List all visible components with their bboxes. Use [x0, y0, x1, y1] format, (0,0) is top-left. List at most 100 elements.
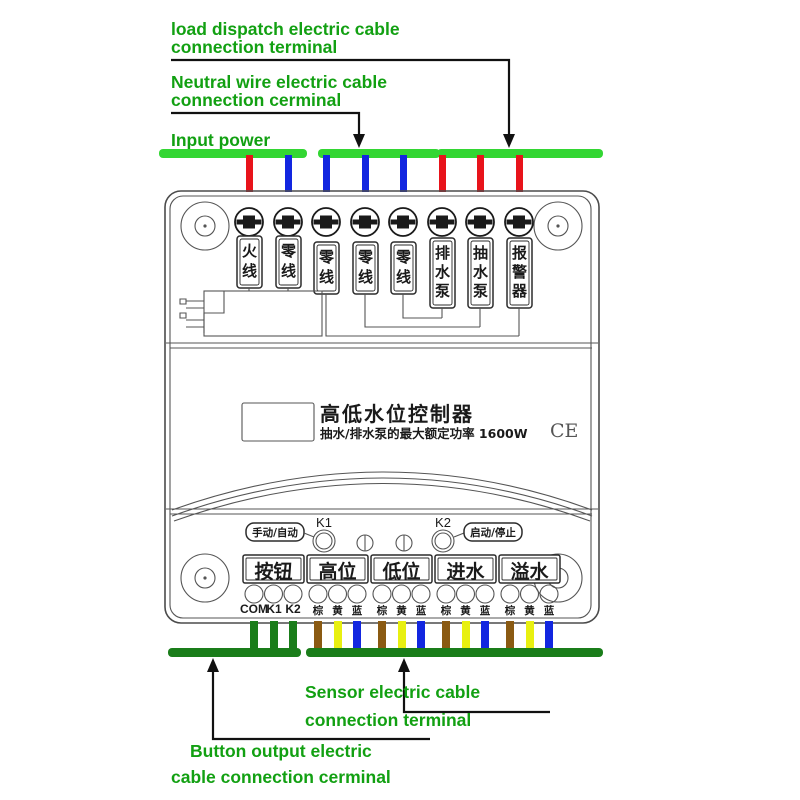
terminal-label-1-char1: 火: [242, 242, 258, 260]
screw-terminal-3: [311, 207, 341, 237]
bottom-group-inlet: 进水 棕 黄 蓝: [434, 554, 497, 617]
terminal-label-3: 零 线: [313, 241, 340, 295]
bottom-terminal-groups[interactable]: 按钮 COM K1 K2 高位 棕 黄 蓝 低位: [240, 554, 561, 617]
wire-btn-k1: [270, 621, 278, 651]
terminal-label-2-char1: 零: [280, 242, 297, 260]
wire-top-2: [285, 155, 292, 192]
terminal-label-7-char2: 水: [473, 263, 489, 281]
bottom-group-button-label: 按钮: [254, 560, 292, 583]
terminal-label-4-char2: 线: [358, 268, 373, 286]
pin-label-overflow-brown: 棕: [504, 604, 516, 617]
display-window: [241, 402, 315, 442]
control-row[interactable]: 手动/自动 K1 K2 启动/停止: [245, 515, 523, 553]
pin-label-high-blue: 蓝: [352, 604, 363, 617]
k2-knob: K2: [431, 515, 455, 553]
terminal-label-6-char1: 排: [435, 244, 450, 262]
terminal-label-8: 报 警 器: [506, 237, 533, 309]
bottom-group-low-level-label: 低位: [381, 560, 420, 583]
leader-sensor: [398, 658, 550, 714]
bottom-group-overflow-label: 溢水: [510, 560, 549, 583]
bottom-group-button: 按钮 COM K1 K2: [240, 554, 305, 616]
screw-terminal-1: [234, 207, 264, 237]
wire-top-1: [246, 155, 253, 192]
label-neutral-line2: connection cerminal: [171, 90, 341, 110]
bottom-group-high-level-label: 高位: [318, 560, 356, 583]
ce-mark: CE: [550, 420, 578, 442]
pin-label-inlet-blue: 蓝: [480, 604, 491, 617]
screw-terminal-8: [504, 207, 534, 237]
terminal-label-3-char1: 零: [318, 248, 335, 266]
k2-label: K2: [435, 515, 451, 530]
pin-label-k1: K1: [266, 602, 282, 616]
bottom-group-inlet-label: 进水: [446, 561, 485, 583]
k1-label: K1: [316, 515, 332, 530]
wire-top-4: [362, 155, 369, 192]
device-body: [164, 190, 600, 624]
bottom-group-high-level: 高位 棕 黄 蓝: [306, 554, 369, 617]
wire-btn-k2: [289, 621, 297, 651]
terminal-label-1-char2: 线: [242, 262, 257, 280]
mounting-hole-top-right: [533, 201, 583, 251]
screw-terminal-5: [388, 207, 418, 237]
pin-label-low-blue: 蓝: [416, 604, 427, 617]
pin-label-high-brown: 棕: [312, 604, 324, 617]
wire-btn-com: [250, 621, 258, 651]
manual-auto-label: 手动/自动: [252, 526, 298, 539]
wire-top-3: [323, 155, 330, 192]
leader-button-output: [207, 658, 430, 741]
bottom-bus-bars: [168, 648, 603, 657]
indicator-lamp-1: [356, 534, 374, 552]
wire-top-5: [400, 155, 407, 192]
terminal-label-8-char2: 警: [511, 263, 527, 281]
terminal-label-3-char2: 线: [319, 268, 334, 286]
nameplate: 高低水位控制器 抽水/排水泵的最大额定功率 1600W CE: [241, 402, 578, 442]
terminal-label-7-char1: 抽: [473, 244, 488, 262]
top-terminal-screws[interactable]: [234, 207, 534, 237]
wire-top-8: [516, 155, 523, 192]
terminal-label-5-char1: 零: [395, 248, 412, 266]
device-title: 高低水位控制器: [320, 402, 474, 426]
terminal-label-5-char2: 线: [396, 268, 411, 286]
screw-terminal-4: [350, 207, 380, 237]
terminal-label-7-char3: 泵: [473, 282, 488, 300]
terminal-label-2: 零 线: [275, 235, 302, 289]
label-sensor-line2: connection terminal: [305, 710, 471, 730]
pin-label-com: COM: [240, 602, 268, 616]
terminal-label-6-char2: 水: [435, 263, 451, 281]
terminal-label-5: 零 线: [390, 241, 417, 295]
label-button-output-line2: cable connection cerminal: [171, 767, 391, 787]
screw-terminal-2: [273, 207, 303, 237]
bottom-wires: [250, 621, 553, 651]
start-stop-switch: 启动/停止: [463, 522, 523, 542]
pin-label-low-brown: 棕: [376, 604, 388, 617]
manual-auto-switch: 手动/自动: [245, 522, 305, 542]
pin-label-low-yellow: 黄: [396, 604, 407, 617]
label-input-power: Input power: [171, 130, 270, 150]
label-load-dispatch-line1: load dispatch electric cable: [171, 19, 400, 39]
pin-label-k2: K2: [285, 602, 301, 616]
internal-traces: [179, 288, 520, 337]
pin-label-inlet-yellow: 黄: [460, 604, 471, 617]
terminal-label-6-char3: 泵: [435, 282, 450, 300]
device-subtitle: 抽水/排水泵的最大额定功率 1600W: [320, 426, 528, 441]
screw-terminal-7: [465, 207, 495, 237]
terminal-label-4: 零 线: [352, 241, 379, 295]
bottom-group-low-level: 低位 棕 黄 蓝: [370, 554, 433, 617]
terminal-label-7: 抽 水 泵: [467, 237, 494, 309]
pin-label-overflow-yellow: 黄: [524, 604, 535, 617]
terminal-label-1: 火 线: [236, 235, 263, 289]
top-bus-bars: [159, 149, 603, 158]
pin-label-high-yellow: 黄: [332, 604, 343, 617]
screw-terminal-6: [427, 207, 457, 237]
top-terminal-labels: 火 线 零 线 零 线 零 线 零 线: [236, 235, 533, 309]
terminal-label-2-char2: 线: [281, 262, 296, 280]
terminal-label-4-char1: 零: [357, 248, 374, 266]
leader-neutral: [171, 111, 365, 148]
label-button-output-line1: Button output electric: [190, 741, 372, 761]
pin-label-overflow-blue: 蓝: [544, 604, 555, 617]
k1-knob: K1: [312, 515, 336, 553]
pin-label-inlet-brown: 棕: [440, 604, 452, 617]
bottom-group-overflow: 溢水 棕 黄 蓝: [498, 554, 561, 617]
terminal-label-6: 排 水 泵: [429, 237, 456, 309]
